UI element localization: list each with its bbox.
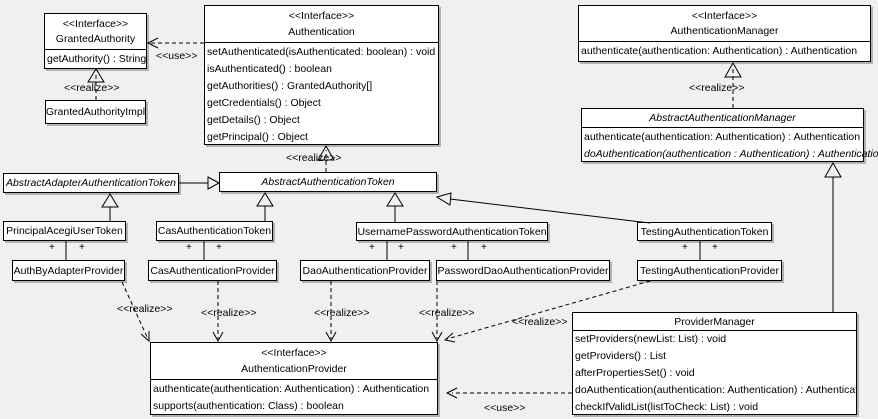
method-label: getDetails() : Object: [207, 113, 300, 126]
edge-principal-token-generalization: [101, 193, 119, 221]
class-name: TestingAuthenticationToken: [640, 225, 769, 238]
edge-provider-manager-generalization: [824, 161, 842, 312]
realize-label: <<realize>>: [689, 82, 745, 94]
edge-testing-token-generalization: [435, 192, 651, 224]
use-arrowhead: [445, 387, 458, 399]
use-label: <<use>>: [156, 50, 198, 62]
stereotype-label: <<Interface>>: [691, 9, 758, 22]
method-label: isAuthenticated() : boolean: [207, 62, 332, 75]
class-name: AuthByAdapterProvider: [13, 264, 124, 277]
class-box-cas-authentication-provider: CasAuthenticationProvider: [148, 260, 277, 281]
realize-label: <<realize>>: [64, 82, 120, 94]
method-label: checkIfValidList(listToCheck: List) : vo…: [575, 400, 759, 413]
multiplicity-label: +: [79, 242, 85, 253]
method-label: getPrincipal() : Object: [207, 130, 308, 143]
class-box-testing-authentication-token: TestingAuthenticationToken: [637, 222, 772, 241]
class-title: <<Interface>> AuthenticationManager: [579, 6, 870, 42]
class-title: AbstractAuthenticationManager: [582, 109, 863, 128]
edge-cas-token-generalization: [256, 192, 274, 221]
class-name: DaoAuthenticationProvider: [302, 264, 428, 277]
class-title: ProviderManager: [573, 313, 856, 331]
method-label: authenticate(authentication: Authenticat…: [581, 44, 858, 57]
class-name: GrantedAuthority: [55, 33, 136, 46]
method-label: authenticate(authentication: Authenticat…: [584, 130, 861, 143]
edge-adapter-token-generalization: [179, 176, 221, 190]
class-box-granted-authority: <<Interface>> GrantedAuthority getAuthor…: [44, 13, 147, 69]
multiplicity-label: +: [216, 242, 222, 253]
multiplicity-label: +: [398, 242, 404, 253]
realize-label: <<realize>>: [419, 307, 475, 319]
method-label: getAuthorities() : GrantedAuthority[]: [207, 79, 373, 92]
realize-label: <<realize>>: [314, 307, 370, 319]
realize-label: <<realize>>: [201, 307, 257, 319]
realize-label: <<realize>>: [117, 303, 173, 315]
method-label: authenticate(authentication: Authenticat…: [153, 382, 430, 395]
class-title: <<Interface>> Authentication: [205, 6, 438, 43]
realize-arrowhead: [87, 68, 105, 83]
multiplicity-label: +: [49, 242, 55, 253]
edge-username-token-generalization: [386, 192, 404, 222]
class-box-auth-by-adapter-provider: AuthByAdapterProvider: [12, 260, 125, 281]
class-name: TestingAuthenticationProvider: [640, 264, 779, 277]
realize-arrowhead: [212, 331, 224, 343]
stereotype-label: <<Interface>>: [288, 10, 355, 22]
realize-arrowhead: [325, 331, 337, 343]
class-name: AuthenticationProvider: [241, 363, 347, 375]
method-label: doAuthentication(authentication: Authent…: [575, 383, 856, 396]
class-box-password-dao-authentication-provider: PasswordDaoAuthenticationProvider: [436, 260, 610, 281]
method-label: supports(authentication: Class) : boolea…: [153, 399, 344, 412]
class-box-abstract-authentication-manager: AbstractAuthenticationManager authentica…: [581, 108, 878, 162]
multiplicity-label: +: [451, 242, 457, 253]
stereotype-label: <<Interface>>: [261, 347, 327, 359]
class-box-provider-manager: ProviderManager setProviders(newList: Li…: [572, 312, 857, 415]
class-name: AbstractAdapterAuthenticationToken: [5, 177, 177, 189]
class-title: <<Interface>> AuthenticationProvider: [151, 343, 437, 380]
class-box-granted-authority-impl: GrantedAuthorityImpl: [45, 100, 146, 124]
multiplicity-label: +: [712, 242, 718, 253]
multiplicity-label: +: [682, 242, 688, 253]
class-box-cas-authentication-token: CasAuthenticationToken: [156, 221, 273, 241]
class-name: AuthenticationManager: [670, 25, 779, 38]
stereotype-label: <<Interface>>: [62, 17, 129, 30]
class-box-principal-acegi-user-token: PrincipalAcegiUserToken: [3, 221, 126, 241]
method-label: setAuthenticated(isAuthenticated: boolea…: [207, 45, 436, 58]
use-arrowhead: [146, 37, 159, 49]
realize-arrowhead: [724, 61, 742, 78]
realize-arrowhead: [443, 332, 456, 343]
class-box-testing-authentication-provider: TestingAuthenticationProvider: [637, 260, 782, 281]
class-name: AbstractAuthenticationManager: [649, 112, 796, 124]
realize-arrowhead: [140, 331, 150, 343]
realize-label: <<realize>>: [512, 316, 568, 328]
realize-label: <<realize>>: [286, 152, 342, 164]
method-label: getAuthority() : String: [47, 52, 146, 65]
class-name: CasAuthenticationToken: [157, 225, 272, 237]
class-name: GrantedAuthorityImpl: [46, 106, 145, 118]
multiplicity-label: +: [186, 242, 192, 253]
class-name: PrincipalAcegiUserToken: [6, 225, 123, 237]
class-box-abstract-adapter-authentication-token: AbstractAdapterAuthenticationToken: [3, 173, 179, 193]
multiplicity-label: +: [369, 242, 375, 253]
class-box-dao-authentication-provider: DaoAuthenticationProvider: [300, 260, 430, 281]
method-label: afterPropertiesSet() : void: [575, 366, 695, 379]
class-name: Authentication: [288, 26, 355, 38]
class-name: AbstractAuthenticationToken: [261, 176, 395, 188]
class-box-abstract-authentication-token: AbstractAuthenticationToken: [219, 172, 437, 192]
class-box-authentication-provider: <<Interface>> AuthenticationProvider aut…: [150, 342, 438, 415]
realize-arrowhead: [431, 331, 443, 343]
class-title: <<Interface>> GrantedAuthority: [45, 14, 146, 50]
class-name: CasAuthenticationProvider: [150, 264, 275, 277]
method-label: doAuthentication(authentication : Authen…: [584, 147, 878, 160]
use-label: <<use>>: [484, 402, 526, 414]
class-name: UsernamePasswordAuthenticationToken: [357, 225, 547, 238]
class-name: ProviderManager: [674, 315, 755, 328]
class-box-authentication-manager: <<Interface>> AuthenticationManager auth…: [578, 5, 871, 62]
class-name: PasswordDaoAuthenticationProvider: [437, 264, 609, 277]
method-label: setProviders(newList: List) : void: [575, 333, 727, 346]
method-label: getProviders() : List: [575, 350, 667, 363]
multiplicity-label: +: [481, 242, 487, 253]
method-label: getCredentials() : Object: [207, 96, 321, 109]
class-box-authentication: <<Interface>> Authentication setAuthenti…: [204, 5, 439, 145]
class-box-username-password-authentication-token: UsernamePasswordAuthenticationToken: [356, 222, 548, 241]
